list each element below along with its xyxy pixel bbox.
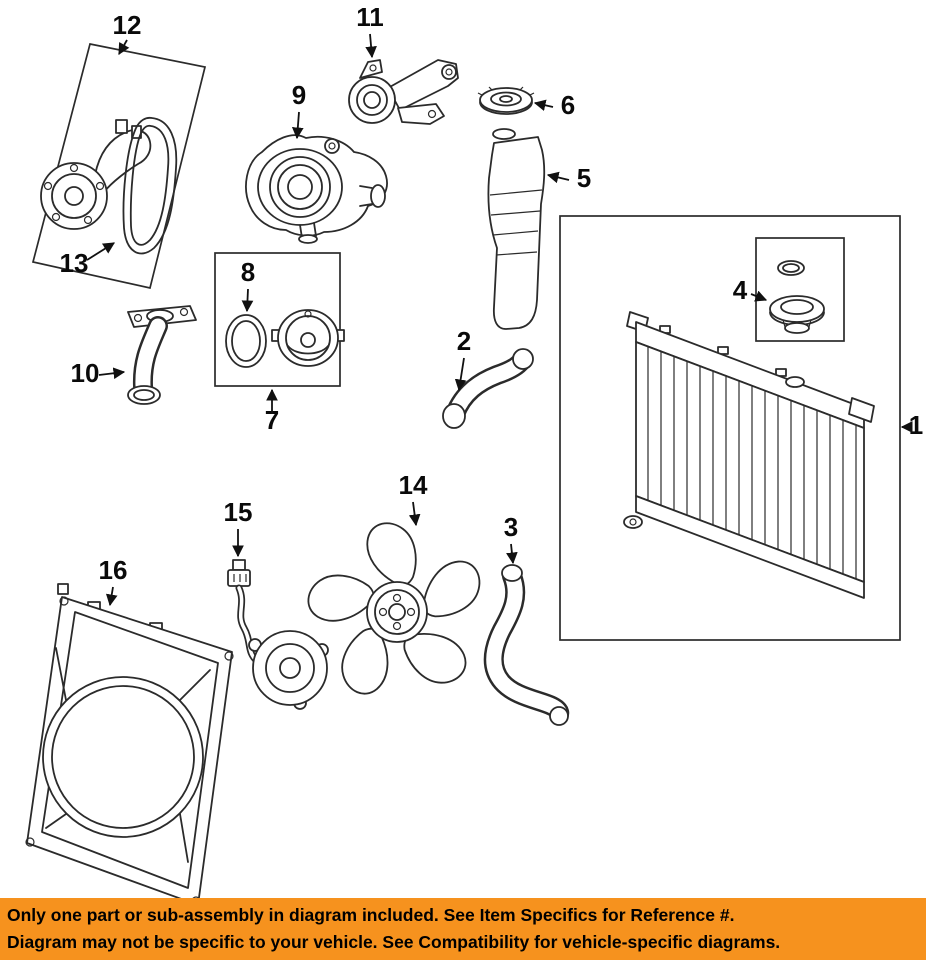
part-8-o-ring-drawing	[225, 314, 267, 368]
notice-banner: Only one part or sub-assembly in diagram…	[0, 898, 926, 960]
part-7-label: 7	[265, 405, 279, 435]
part-1-group-box	[559, 215, 901, 641]
part-1-radiator-drawing	[623, 311, 875, 599]
part-4-group-box	[755, 237, 845, 342]
part-11-arrow	[365, 33, 377, 59]
notice-banner-line1: Only one part or sub-assembly in diagram…	[7, 905, 735, 926]
part-8-arrow	[241, 288, 254, 313]
part-16-fan-shroud-drawing	[25, 583, 234, 898]
part-13-gasket-drawing	[122, 116, 178, 255]
part-11-water-outlet-drawing	[348, 59, 459, 125]
diagram-canvas: 12 13 11 9 6 5 8 7 10 2 4 1 14 15 3 16	[25, 2, 923, 898]
part-9-thermostat-housing-drawing	[245, 134, 388, 244]
part-8-label: 8	[241, 257, 255, 287]
part-10-label: 10	[71, 358, 100, 388]
part-6-arrow	[533, 99, 554, 111]
part-13-arrow	[86, 242, 115, 261]
part-4-label: 4	[733, 275, 748, 305]
part-16-arrow	[105, 586, 118, 607]
part-15-label: 15	[224, 497, 253, 527]
part-12-water-pump-drawing	[40, 119, 152, 230]
part-14-arrow	[408, 501, 421, 527]
part-2-arrow	[454, 357, 467, 392]
part-11-label: 11	[356, 2, 384, 32]
part-6-reservoir-cap-drawing	[477, 86, 535, 115]
part-7-group-box	[214, 252, 341, 387]
radiator-core-hatch	[647, 346, 857, 579]
part-3-arrow	[506, 543, 518, 565]
part-3-lower-hose-drawing	[483, 564, 570, 726]
part-10-arrow	[98, 367, 126, 380]
part-5-coolant-reservoir-drawing	[487, 128, 546, 330]
part-4-arrow	[750, 290, 768, 302]
part-10-water-inlet-drawing	[127, 305, 197, 405]
part-2-label: 2	[457, 326, 471, 356]
part-16-label: 16	[99, 555, 128, 585]
part-9-arrow	[291, 111, 304, 140]
callouts: 12 13 11 9 6 5 8 7 10 2 4 1 14 15 3 16	[60, 2, 923, 607]
part-12-arrow	[118, 39, 130, 56]
part-14-cooling-fan-drawing	[307, 522, 481, 695]
part-4-radiator-cap-drawing	[769, 260, 825, 334]
notice-banner-line2: Diagram may not be specific to your vehi…	[7, 931, 781, 952]
part-2-upper-hose-drawing	[442, 348, 534, 429]
part-1-label: 1	[909, 410, 923, 440]
part-5-label: 5	[577, 163, 591, 193]
part-13-label: 13	[60, 248, 89, 278]
part-6-label: 6	[561, 90, 575, 120]
part-14-label: 14	[399, 470, 428, 500]
part-9-label: 9	[292, 80, 306, 110]
part-3-label: 3	[504, 512, 518, 542]
part-12-label: 12	[113, 10, 142, 40]
part-15-fan-motor-drawing	[227, 559, 329, 710]
part-7-thermostat-drawing	[271, 309, 345, 367]
part-5-arrow	[546, 171, 570, 184]
